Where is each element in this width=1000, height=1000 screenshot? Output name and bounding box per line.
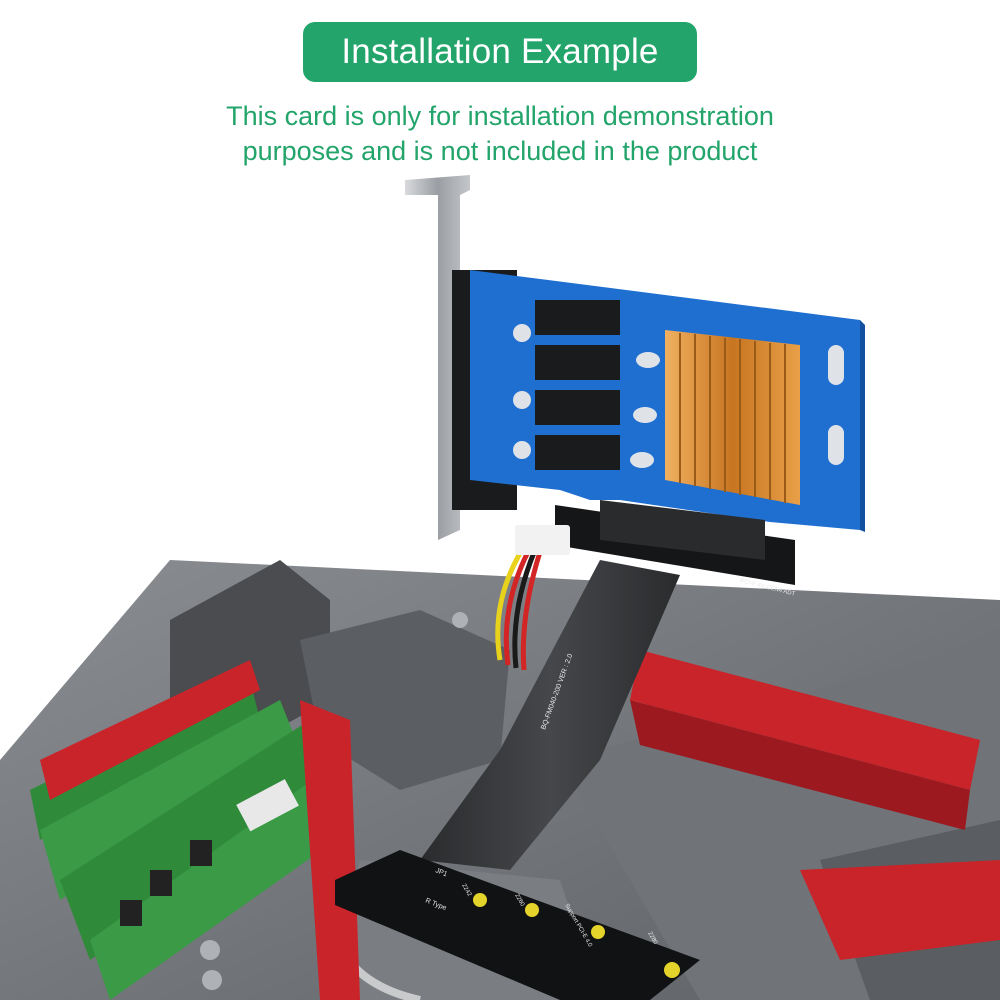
pcie-x16-slot xyxy=(630,650,1000,960)
pcie-4x-socket xyxy=(600,500,765,560)
ribbon-cable: BQ-FM040-200 VER : 2.0 xyxy=(420,560,680,870)
power-cable xyxy=(495,525,570,671)
standoff-oval xyxy=(828,425,844,465)
ram-stick xyxy=(40,700,300,900)
mounting-hole xyxy=(591,925,605,939)
ram-label xyxy=(236,779,299,832)
mounting-hole xyxy=(525,903,539,917)
capacitor xyxy=(513,391,531,409)
capacitor xyxy=(202,970,222,990)
m2-slot xyxy=(535,390,620,425)
title-badge: Installation Example xyxy=(303,22,697,82)
pcie-slot-lower xyxy=(800,860,1000,960)
m2-slot xyxy=(535,345,620,380)
capacitor xyxy=(513,324,531,342)
disclaimer-line-2: purposes and is not included in the prod… xyxy=(242,136,758,166)
ram-slot xyxy=(40,660,260,800)
copper-heatsink xyxy=(665,330,800,505)
ram-slot-latch xyxy=(300,700,360,1000)
ram-chip xyxy=(120,900,142,926)
capacitor xyxy=(513,441,531,459)
ram-modules xyxy=(30,660,360,1000)
mounting-hole xyxy=(473,893,487,907)
capacitor xyxy=(200,940,220,960)
adapter-jp-label: JP1 xyxy=(434,867,448,878)
title-text: Installation Example xyxy=(341,32,659,71)
ram-chip xyxy=(150,870,172,896)
standoff xyxy=(452,612,468,628)
ram-stick xyxy=(90,760,350,1000)
standoff-oval xyxy=(636,352,660,368)
mounting-hole xyxy=(664,962,680,978)
disclaimer-line-1: This card is only for installation demon… xyxy=(226,101,774,131)
vrm-heatsink xyxy=(300,610,510,790)
pcie-expansion-card xyxy=(405,175,865,540)
standoff-oval xyxy=(828,345,844,385)
m2-slot xyxy=(535,435,620,470)
standoff-oval xyxy=(630,452,654,468)
ram-chip xyxy=(190,840,212,866)
m2-slot xyxy=(535,300,620,335)
standoff-oval xyxy=(633,407,657,423)
molex-connector xyxy=(515,525,570,555)
